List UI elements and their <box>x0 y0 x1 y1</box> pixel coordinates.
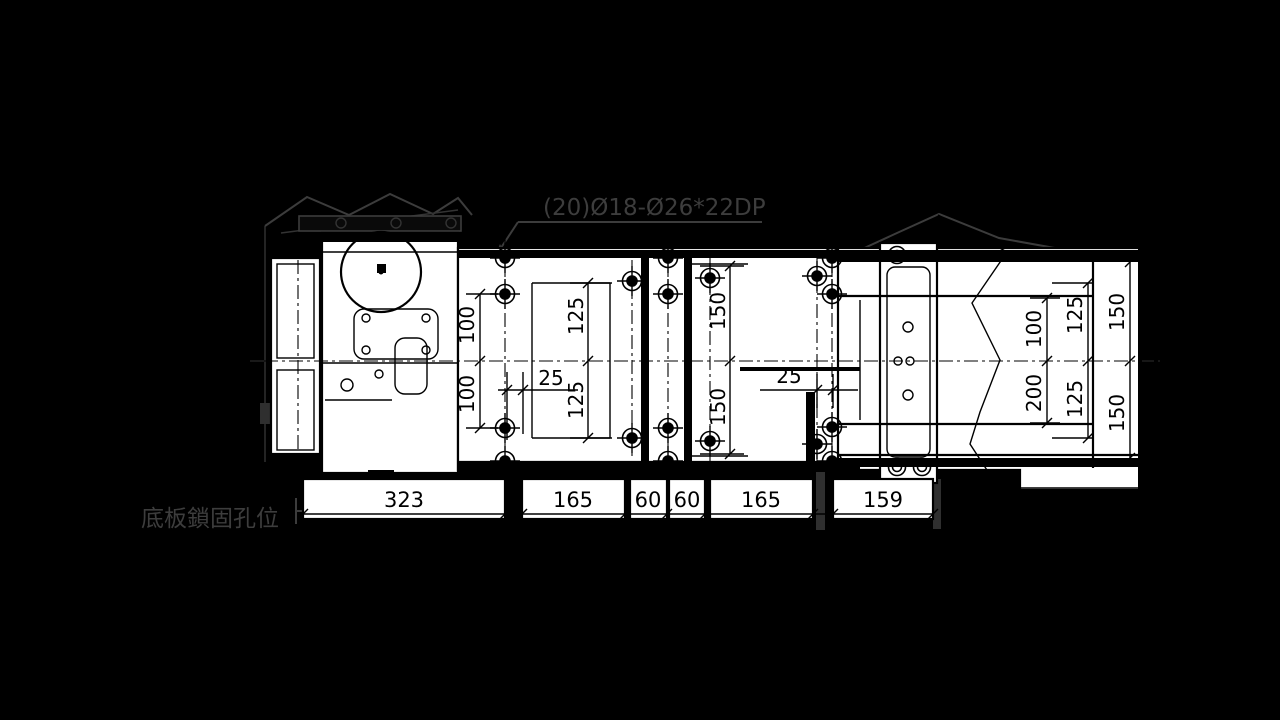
web-rib <box>684 250 692 470</box>
dim-label: 60 <box>674 488 701 512</box>
motor-bore-circle <box>339 230 423 314</box>
dim-bottom-chain: 323 165 60 60 165 159 <box>297 477 939 521</box>
dim-label: 100 <box>455 375 479 413</box>
bottom-tab <box>368 470 394 478</box>
dim-label: 165 <box>741 488 781 512</box>
dim-label: 25 <box>776 364 801 388</box>
dim-label: 150 <box>706 292 730 330</box>
left-rail <box>269 256 322 456</box>
dim-label: 125 <box>564 381 588 419</box>
dim-offset-right: 25 <box>760 364 858 408</box>
dim-label: 159 <box>863 488 903 512</box>
dim-right-col3: 150 150 <box>1105 256 1136 464</box>
dim-label: 150 <box>1105 394 1129 432</box>
dim-label: 165 <box>553 488 593 512</box>
dim-label: 25 <box>538 366 563 390</box>
dim-offset-left: 25 <box>498 366 578 440</box>
outside-linework: (20)Ø18-Ø26*22DP 底板鎖固孔位 <box>141 192 1160 532</box>
dim-label: 200 <box>1022 374 1046 412</box>
web-rib <box>806 392 815 470</box>
center-plate <box>456 246 862 472</box>
break-line <box>937 214 1009 488</box>
dim-label: 60 <box>635 488 662 512</box>
dowel-hole <box>374 369 384 379</box>
left-nub <box>260 403 271 424</box>
keyway-mark <box>377 264 386 273</box>
left-roof-breakline <box>264 192 473 227</box>
web-rib <box>641 250 649 470</box>
dim-label: 125 <box>564 297 588 335</box>
bracket-window <box>886 266 931 458</box>
dim-label: 100 <box>1022 310 1046 348</box>
dim-right-col2: 125 125 <box>1052 277 1094 444</box>
dim-label: 150 <box>1105 293 1129 331</box>
right-bracket <box>878 241 939 485</box>
rail-panel-lower <box>276 369 315 451</box>
dim-label: 150 <box>706 388 730 426</box>
slot-pad <box>394 337 428 395</box>
dim-label: 125 <box>1063 296 1087 334</box>
dim-inner-mid: 150 150 <box>700 260 744 460</box>
right-roof-breakline <box>859 212 1078 253</box>
gearbox-pad <box>353 308 439 360</box>
dim-label: 323 <box>384 488 424 512</box>
left-gear-housing <box>320 231 460 475</box>
pocket-outline <box>690 263 748 457</box>
dim-right-col1: 100 200 <box>1022 292 1060 429</box>
dim-inner-left: 125 125 <box>564 277 612 444</box>
hole-callout-text: (20)Ø18-Ø26*22DP <box>543 195 766 221</box>
dim-left-col: 100 100 <box>455 288 498 434</box>
base-plate-note: 底板鎖固孔位 <box>141 506 279 532</box>
dim-label: 100 <box>455 306 479 344</box>
dimensions: 100 100 125 125 25 150 150 <box>297 256 1136 521</box>
top-mount-bar <box>298 215 462 232</box>
dowel-hole <box>340 378 354 392</box>
rail-panel-upper <box>276 263 315 359</box>
dim-label: 125 <box>1063 380 1087 418</box>
